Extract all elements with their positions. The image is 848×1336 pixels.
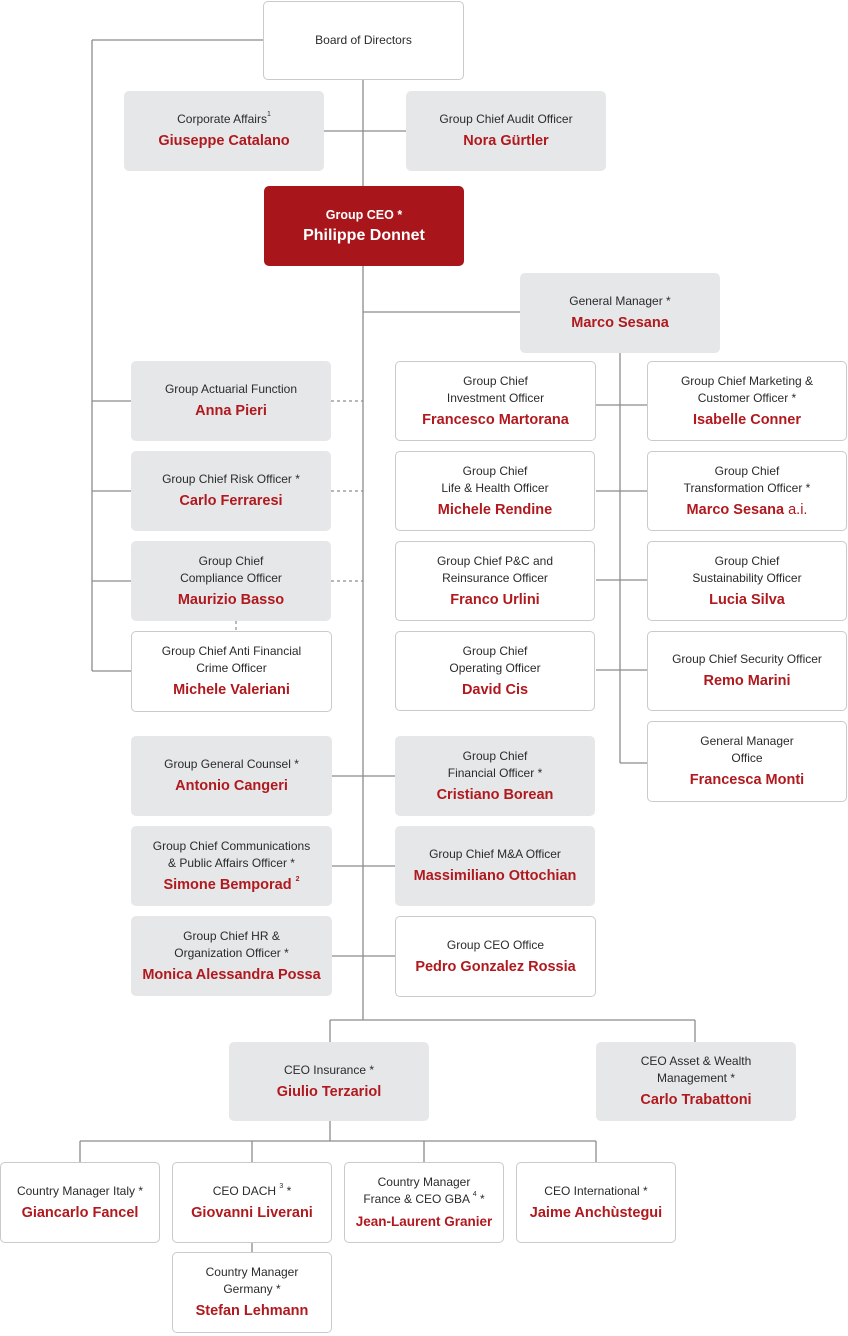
anti-financial-crime-name: Michele Valeriani — [173, 682, 290, 698]
italy-box: Country Manager Italy * Giancarlo Fancel — [0, 1162, 160, 1243]
hr-box: Group Chief HR & Organization Officer * … — [131, 916, 332, 996]
communications-box: Group Chief Communications & Public Affa… — [131, 826, 332, 906]
dach-box: CEO DACH 3 * Giovanni Liverani — [172, 1162, 332, 1243]
actuarial-role: Group Actuarial Function — [164, 382, 298, 396]
marketing-role: Group Chief Marketing & Customer Officer… — [680, 373, 814, 405]
investment-name: Francesco Martorana — [422, 411, 569, 428]
ceo-asset-name: Carlo Trabattoni — [640, 1092, 752, 1108]
operating-name: David Cis — [461, 681, 529, 698]
corporate-affairs-box: Corporate Affairs1 Giuseppe Catalano — [124, 91, 324, 171]
france-name: Jean-Laurent Granier — [355, 1214, 493, 1229]
board-role: Board of Directors — [315, 33, 412, 47]
dach-role-tail: * — [283, 1183, 292, 1198]
sustainability-role: Group Chief Sustainability Officer — [692, 553, 802, 585]
group-ceo-box: Group CEO * Philippe Donnet — [264, 186, 464, 266]
general-counsel-name: Antonio Cangeri — [175, 778, 288, 794]
pc-reinsurance-name: Franco Urlini — [450, 591, 540, 608]
transformation-role: Group Chief Transformation Officer * — [683, 463, 811, 495]
france-role-tail: * — [476, 1192, 485, 1206]
hr-name: Monica Alessandra Possa — [142, 966, 321, 983]
anti-financial-crime-role: Group Chief Anti Financial Crime Officer — [161, 644, 302, 675]
ceo-asset-box: CEO Asset & Wealth Management * Carlo Tr… — [596, 1042, 796, 1121]
actuarial-name: Anna Pieri — [195, 403, 267, 419]
ceo-asset-role: CEO Asset & Wealth Management * — [640, 1054, 752, 1085]
pc-reinsurance-role: Group Chief P&C and Reinsurance Officer — [436, 553, 554, 585]
general-counsel-role: Group General Counsel * — [164, 757, 299, 771]
dach-name: Giovanni Liverani — [191, 1204, 313, 1221]
general-manager-box: General Manager * Marco Sesana — [520, 273, 720, 353]
corporate-affairs-name: Giuseppe Catalano — [158, 133, 290, 149]
general-manager-name: Marco Sesana — [571, 315, 669, 331]
marketing-box: Group Chief Marketing & Customer Officer… — [647, 361, 847, 441]
germany-name: Stefan Lehmann — [195, 1303, 309, 1319]
germany-role: Country Manager Germany * — [205, 1265, 299, 1296]
security-name: Remo Marini — [703, 673, 791, 689]
audit-box: Group Chief Audit Officer Nora Gürtler — [406, 91, 606, 171]
operating-role: Group Chief Operating Officer — [449, 643, 541, 675]
group-ceo-name: Philippe Donnet — [303, 227, 425, 244]
ma-name: Massimiliano Ottochian — [413, 868, 577, 884]
ceo-insurance-box: CEO Insurance * Giulio Terzariol — [229, 1042, 429, 1121]
france-role: Country Manager France & CEO GBA — [363, 1175, 471, 1206]
sustainability-box: Group Chief Sustainability Officer Lucia… — [647, 541, 847, 621]
footnote-2: 2 — [295, 875, 300, 883]
sustainability-name: Lucia Silva — [709, 591, 785, 608]
ceo-insurance-name: Giulio Terzariol — [276, 1083, 382, 1100]
ceo-office-name: Pedro Gonzalez Rossia — [415, 958, 576, 975]
dach-role: CEO DACH — [212, 1183, 277, 1198]
financial-role: Group Chief Financial Officer * — [447, 748, 543, 780]
general-counsel-box: Group General Counsel * Antonio Cangeri — [131, 736, 332, 816]
compliance-box: Group Chief Compliance Officer Maurizio … — [131, 541, 331, 621]
security-role: Group Chief Security Officer — [672, 652, 822, 666]
risk-role: Group Chief Risk Officer * — [162, 472, 300, 486]
ceo-office-role: Group CEO Office — [446, 937, 545, 952]
marketing-name: Isabelle Conner — [693, 411, 801, 428]
risk-name: Carlo Ferraresi — [179, 493, 283, 509]
italy-role: Country Manager Italy * — [16, 1183, 144, 1198]
corporate-affairs-role: Corporate Affairs — [177, 112, 267, 126]
communications-name: Simone Bemporad — [163, 876, 292, 893]
footnote-1: 1 — [266, 111, 271, 118]
ma-role: Group Chief M&A Officer — [429, 847, 561, 861]
transformation-box: Group Chief Transformation Officer * Mar… — [647, 451, 847, 531]
compliance-name: Maurizio Basso — [177, 591, 285, 608]
audit-role: Group Chief Audit Officer — [439, 112, 573, 126]
footnote-4: 4 — [472, 1191, 477, 1198]
risk-box: Group Chief Risk Officer * Carlo Ferrare… — [131, 451, 331, 531]
audit-name: Nora Gürtler — [463, 133, 549, 149]
transformation-name: Marco Sesana — [686, 501, 785, 518]
germany-box: Country Manager Germany * Stefan Lehmann — [172, 1252, 332, 1333]
footnote-3: 3 — [279, 1182, 284, 1190]
life-health-role: Group Chief Life & Health Officer — [441, 463, 549, 495]
life-health-box: Group Chief Life & Health Officer Michel… — [395, 451, 595, 531]
ceo-insurance-role: CEO Insurance * — [283, 1062, 375, 1077]
financial-name: Cristiano Borean — [436, 786, 554, 803]
life-health-name: Michele Rendine — [437, 501, 553, 518]
gm-office-box: General Manager Office Francesca Monti — [647, 721, 847, 802]
pc-reinsurance-box: Group Chief P&C and Reinsurance Officer … — [395, 541, 595, 621]
general-manager-role: General Manager * — [569, 294, 671, 308]
interim-suffix: a.i. — [784, 501, 808, 518]
hr-role: Group Chief HR & Organization Officer * — [174, 928, 289, 960]
investment-role: Group Chief Investment Officer — [446, 373, 545, 405]
communications-role: Group Chief Communications & Public Affa… — [152, 838, 311, 870]
financial-box: Group Chief Financial Officer * Cristian… — [395, 736, 595, 816]
france-box: Country Manager France & CEO GBA 4 * Jea… — [344, 1162, 504, 1243]
group-ceo-role: Group CEO * — [325, 208, 403, 222]
italy-name: Giancarlo Fancel — [21, 1204, 139, 1221]
board-of-directors-box: Board of Directors — [263, 1, 464, 80]
gm-office-name: Francesca Monti — [689, 772, 805, 788]
international-role: CEO International * — [544, 1183, 648, 1198]
operating-box: Group Chief Operating Officer David Cis — [395, 631, 595, 711]
anti-financial-crime-box: Group Chief Anti Financial Crime Officer… — [131, 631, 332, 712]
gm-office-role: General Manager Office — [700, 734, 794, 765]
ceo-office-box: Group CEO Office Pedro Gonzalez Rossia — [395, 916, 596, 997]
international-box: CEO International * Jaime Anchùstegui — [516, 1162, 676, 1243]
investment-box: Group Chief Investment Officer Francesco… — [395, 361, 596, 441]
compliance-role: Group Chief Compliance Officer — [180, 553, 282, 585]
ma-box: Group Chief M&A Officer Massimiliano Ott… — [395, 826, 595, 906]
international-name: Jaime Anchùstegui — [529, 1204, 663, 1221]
actuarial-box: Group Actuarial Function Anna Pieri — [131, 361, 331, 441]
security-box: Group Chief Security Officer Remo Marini — [647, 631, 847, 711]
